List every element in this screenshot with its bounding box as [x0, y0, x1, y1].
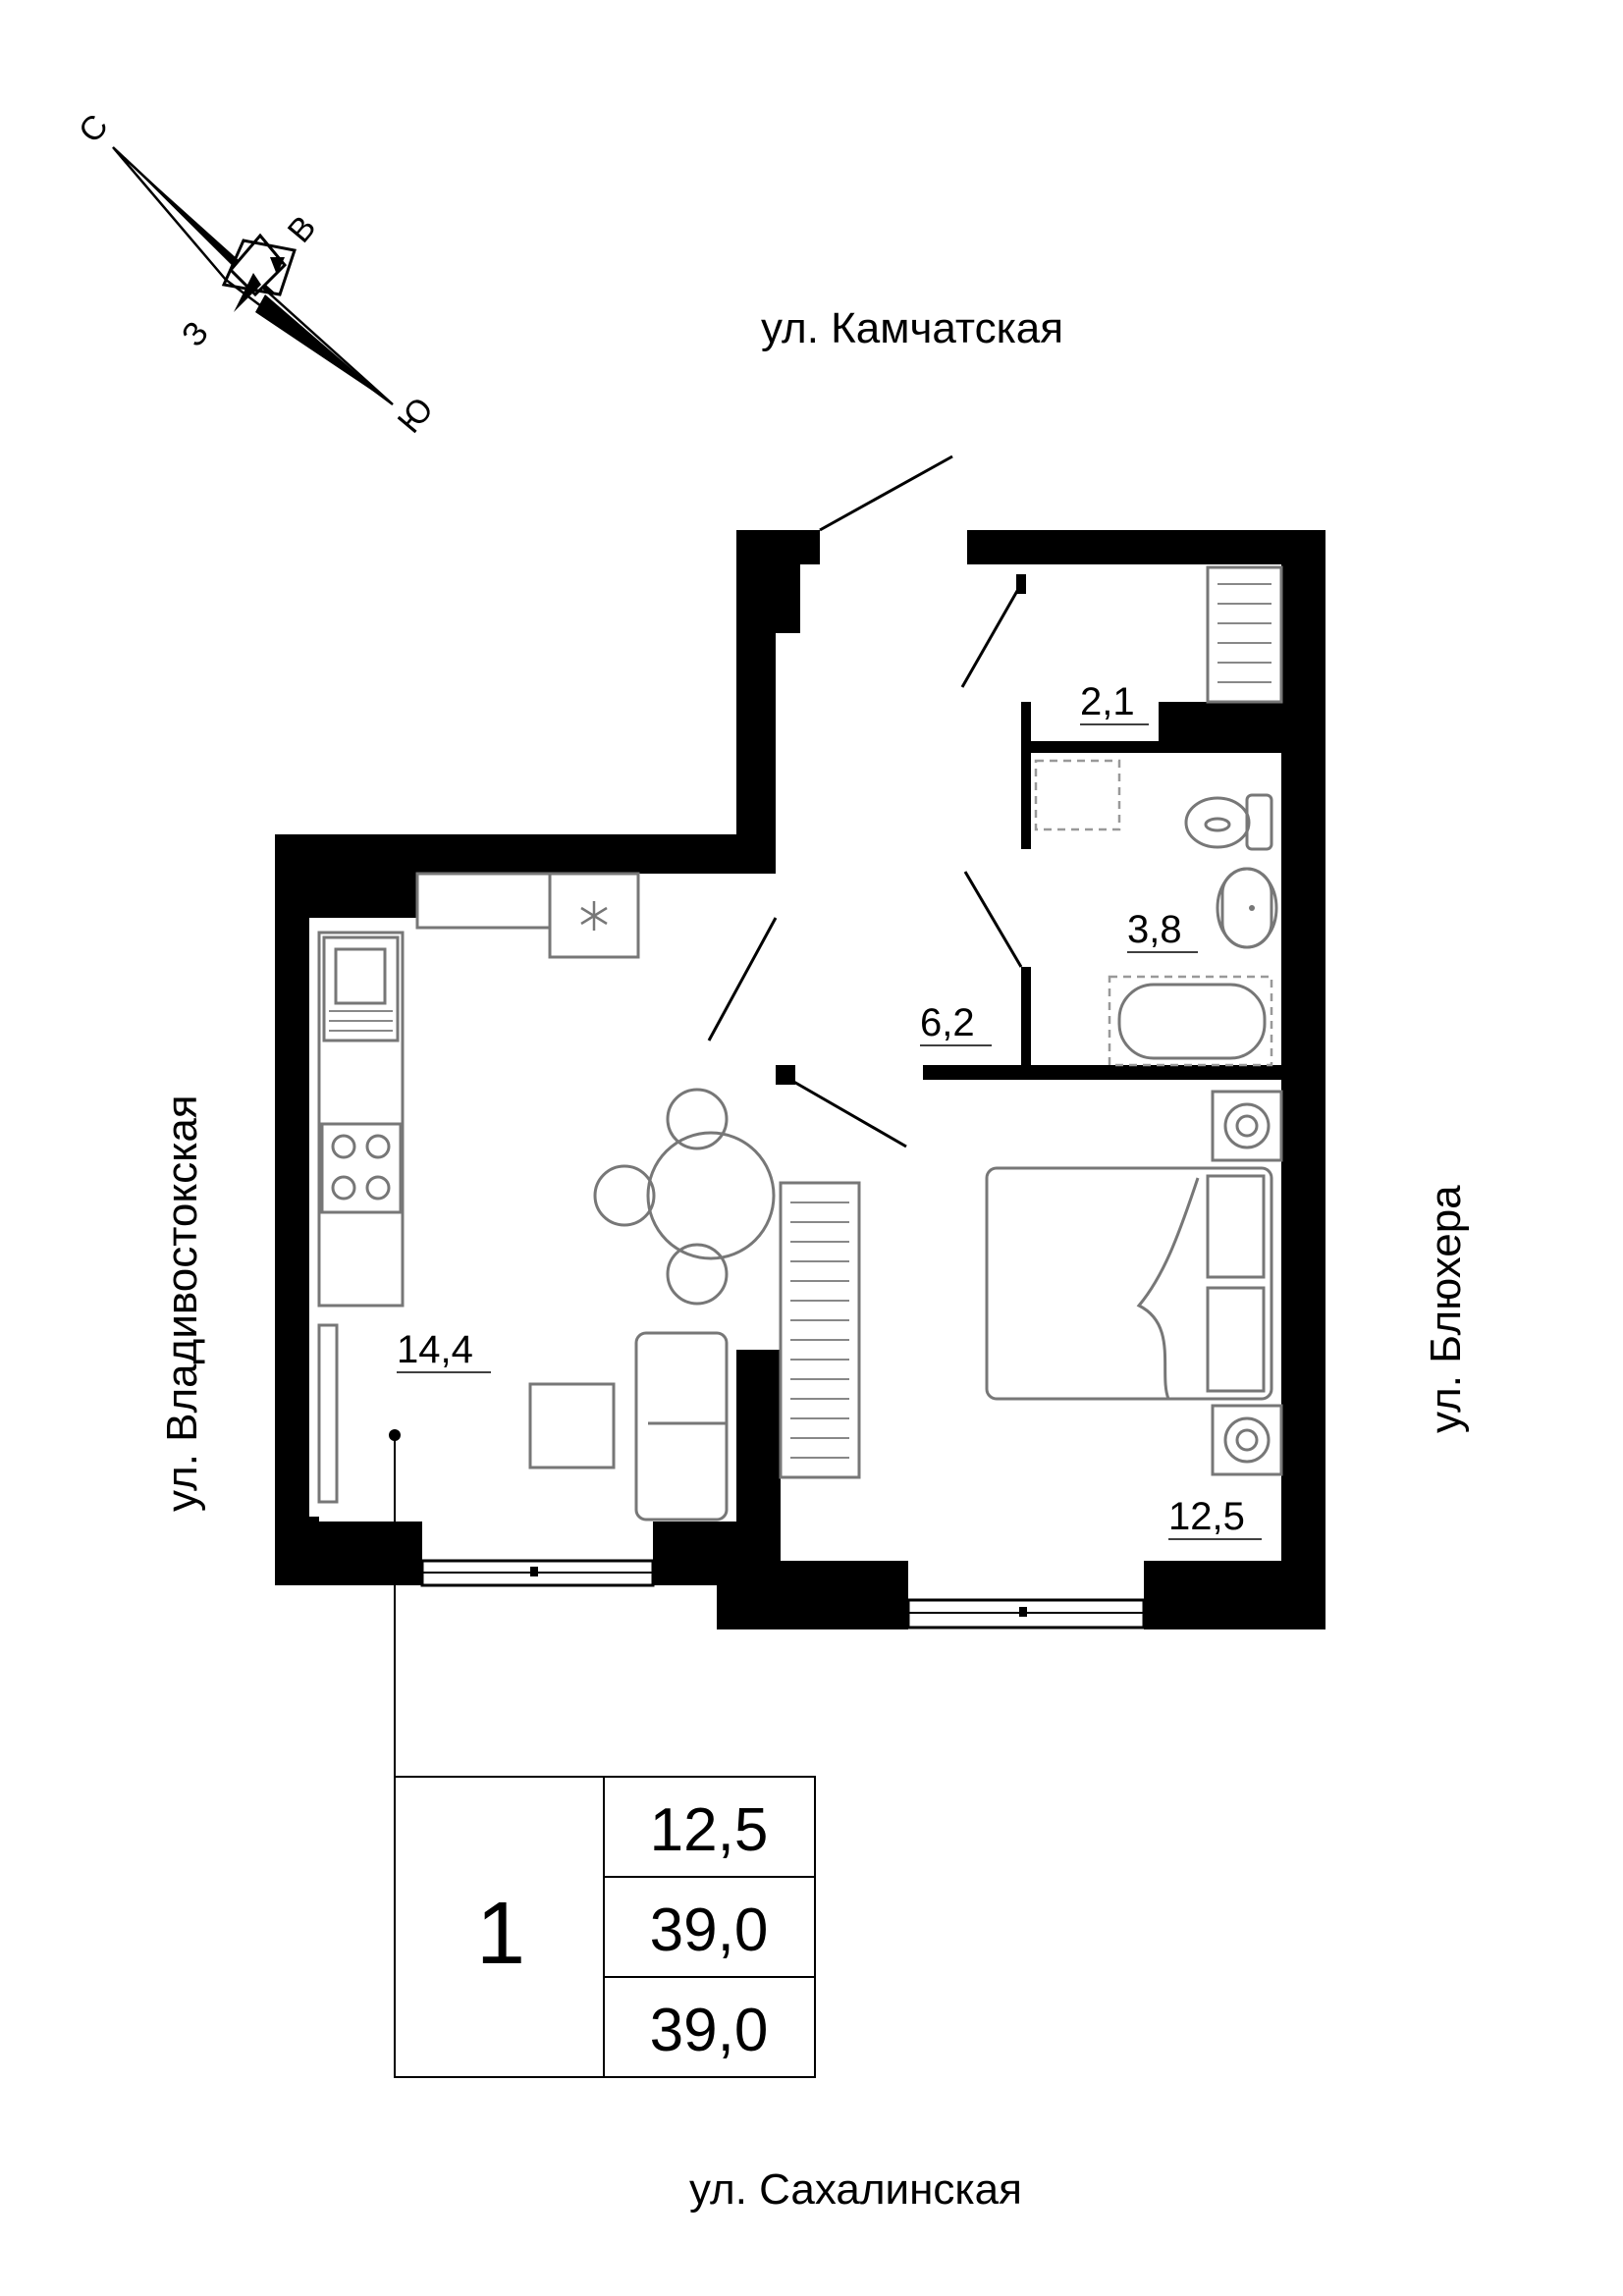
street-right-label: ул. Блюхера: [1422, 1185, 1470, 1433]
wall-bath-bottom: [1031, 1065, 1281, 1080]
room-areas: 14,4 12,5 6,2 3,8 2,1: [397, 680, 1262, 1540]
wall-storage-jamb: [1021, 702, 1031, 746]
wall-kitchen-top: [275, 834, 761, 874]
stove-icon: [320, 1122, 403, 1214]
storage-shelf-icon: [1206, 565, 1283, 704]
nightstand-lamp-top-icon: [1211, 1090, 1283, 1162]
compass-south-label: Ю: [391, 391, 441, 441]
storage-door-leaf: [960, 583, 1023, 688]
compass-star: [228, 233, 288, 297]
windows: [420, 1559, 1146, 1629]
bedroom-furniture: [779, 1090, 1283, 1479]
compass-south-needle: [255, 294, 393, 404]
wall-hall-bottom: [923, 1065, 1031, 1080]
compass-east-label: В: [281, 209, 324, 250]
bedroom-door-leaf: [789, 1078, 907, 1148]
compass-west-point: [234, 273, 261, 312]
storage-fixtures: [1206, 565, 1283, 704]
armchair-icon: [528, 1382, 616, 1469]
bathroom-fixtures: [1034, 759, 1278, 1067]
wall-hall-entry-left: [736, 530, 820, 564]
wardrobe-hangers: [790, 1201, 849, 1459]
nightstand-lamp-bottom-icon: [1211, 1404, 1283, 1476]
wardrobe-icon: [779, 1181, 861, 1479]
bathroom-area-label: 3,8: [1127, 908, 1182, 951]
kitchen-shelf: [415, 872, 552, 930]
wall-kitchen-left: [275, 834, 309, 1585]
wall-storage-bottom: [1159, 702, 1281, 746]
kitchen-window: [420, 1559, 655, 1587]
wall-bath-top: [1021, 741, 1281, 753]
living-area-value: 12,5: [650, 1796, 769, 1864]
wall-kitchen-corner: [309, 874, 417, 918]
washbasin-icon: [1216, 867, 1278, 949]
wall-kitchen-bottom-left: [275, 1522, 422, 1585]
wall-bath-left-bottom: [1021, 967, 1031, 1075]
toilet-icon: [1184, 793, 1273, 851]
wall-hall-left-top: [736, 530, 776, 874]
entry-door-leaf: [819, 454, 953, 532]
kitchen-sink-icon: [322, 935, 400, 1042]
wall-kitchen-notch: [309, 1517, 319, 1526]
wall-right: [1281, 530, 1325, 1629]
vent-asterisk-icon: [580, 901, 608, 931]
kitchen-door-leaf: [707, 917, 778, 1041]
hall-area-label: 6,2: [920, 1001, 975, 1044]
walls: [275, 530, 1325, 1629]
compass-north-label: С: [72, 108, 116, 150]
doors: [707, 454, 1023, 1148]
washing-machine-icon: [1034, 759, 1121, 831]
compass-star-outline: [221, 239, 297, 296]
dining-table-icon: [593, 1088, 776, 1306]
wall-hall-entry-step: [776, 564, 800, 633]
ventilation-shaft-icon: [548, 872, 640, 959]
bedroom-window: [906, 1598, 1146, 1629]
compass-rose-icon: С В Ю З: [72, 108, 441, 441]
street-bottom-label: ул. Сахалинская: [689, 2165, 1022, 2214]
kitchen-counter: [317, 931, 405, 1308]
bath-door-leaf: [963, 871, 1023, 968]
wall-bedroom-bottom-left: [717, 1561, 908, 1629]
storage-area-label: 2,1: [1080, 680, 1135, 723]
wall-bedroom-left: [736, 1350, 781, 1585]
wall-bath-left-top: [1021, 746, 1031, 849]
bathtub-icon: [1108, 975, 1273, 1067]
wall-storage-top: [967, 530, 1325, 564]
summary-table: 1 12,5 39,0 39,0: [394, 1776, 816, 2078]
wall-entry-right: [967, 530, 1026, 564]
rooms-count: 1: [476, 1885, 525, 1983]
fridge-icon: [317, 1323, 339, 1504]
street-left-label: ул. Владивостокская: [158, 1095, 206, 1512]
double-bed-icon: [985, 1166, 1273, 1401]
kitchen-furniture: [317, 872, 776, 1777]
compass-west-label: З: [175, 314, 216, 353]
sofa-icon: [634, 1331, 729, 1522]
kitchen-sink-bowl: [334, 947, 387, 1005]
total-area-balcony-value: 39,0: [650, 1997, 769, 2064]
kitchen-area-label: 14,4: [397, 1328, 473, 1371]
total-area-value: 39,0: [650, 1896, 769, 1964]
street-top-label: ул. Камчатская: [761, 304, 1063, 352]
compass-center: [270, 257, 285, 275]
bedroom-area-label: 12,5: [1168, 1495, 1245, 1538]
